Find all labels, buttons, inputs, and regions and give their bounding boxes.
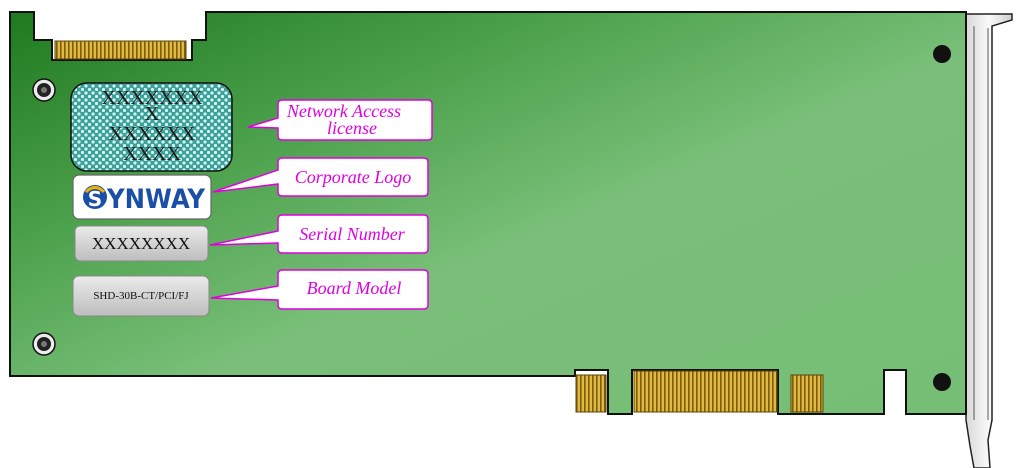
synway-logo-icon: S: [83, 185, 107, 211]
network-access-license-patch: XXXXXXX X XXXXXX XXXX: [70, 82, 233, 172]
top-connector-contacts: [54, 40, 187, 60]
logo-mark: S: [88, 187, 102, 211]
license-line-3: XXXXXX: [109, 123, 196, 145]
license-line-2: X: [145, 103, 160, 125]
callout-serial-number-text: Serial Number: [299, 224, 405, 244]
callout-corporate-logo: Corporate Logo: [212, 157, 429, 197]
edge-contact-middle: [633, 370, 778, 413]
callout-network-access: Network Access license: [247, 99, 433, 141]
screw-bottom-left-icon: [32, 332, 56, 356]
callout-corporate-logo-text: Corporate Logo: [295, 167, 412, 187]
pci-edge-contacts: [575, 370, 824, 413]
corporate-logo-label: S YNWAY: [72, 174, 212, 220]
mount-hole-bottom-right-icon: [933, 373, 951, 391]
callout-network-access-line1: Network Access: [286, 101, 401, 121]
logo-wordmark: YNWAY: [106, 184, 205, 215]
pcb-board: [9, 11, 967, 415]
edge-contact-right: [790, 374, 824, 413]
callout-network-access-line2: license: [327, 118, 377, 138]
board-model-label: SHD-30B-CT/PCI/FJ: [72, 275, 210, 317]
screw-top-left-icon: [32, 78, 56, 102]
callout-board-model-text: Board Model: [307, 278, 402, 298]
mount-hole-top-right-icon: [933, 45, 951, 63]
callout-serial-number: Serial Number: [209, 214, 429, 254]
license-line-4: XXXX: [123, 143, 181, 165]
callout-board-model: Board Model: [210, 269, 429, 310]
license-line-1: XXXXXXX: [101, 87, 203, 109]
serial-number-value: XXXXXXXX: [92, 234, 190, 253]
serial-number-label: XXXXXXXX: [74, 225, 209, 262]
edge-contact-left: [575, 374, 607, 413]
board-model-value: SHD-30B-CT/PCI/FJ: [93, 290, 189, 302]
mounting-bracket: [965, 13, 1013, 468]
